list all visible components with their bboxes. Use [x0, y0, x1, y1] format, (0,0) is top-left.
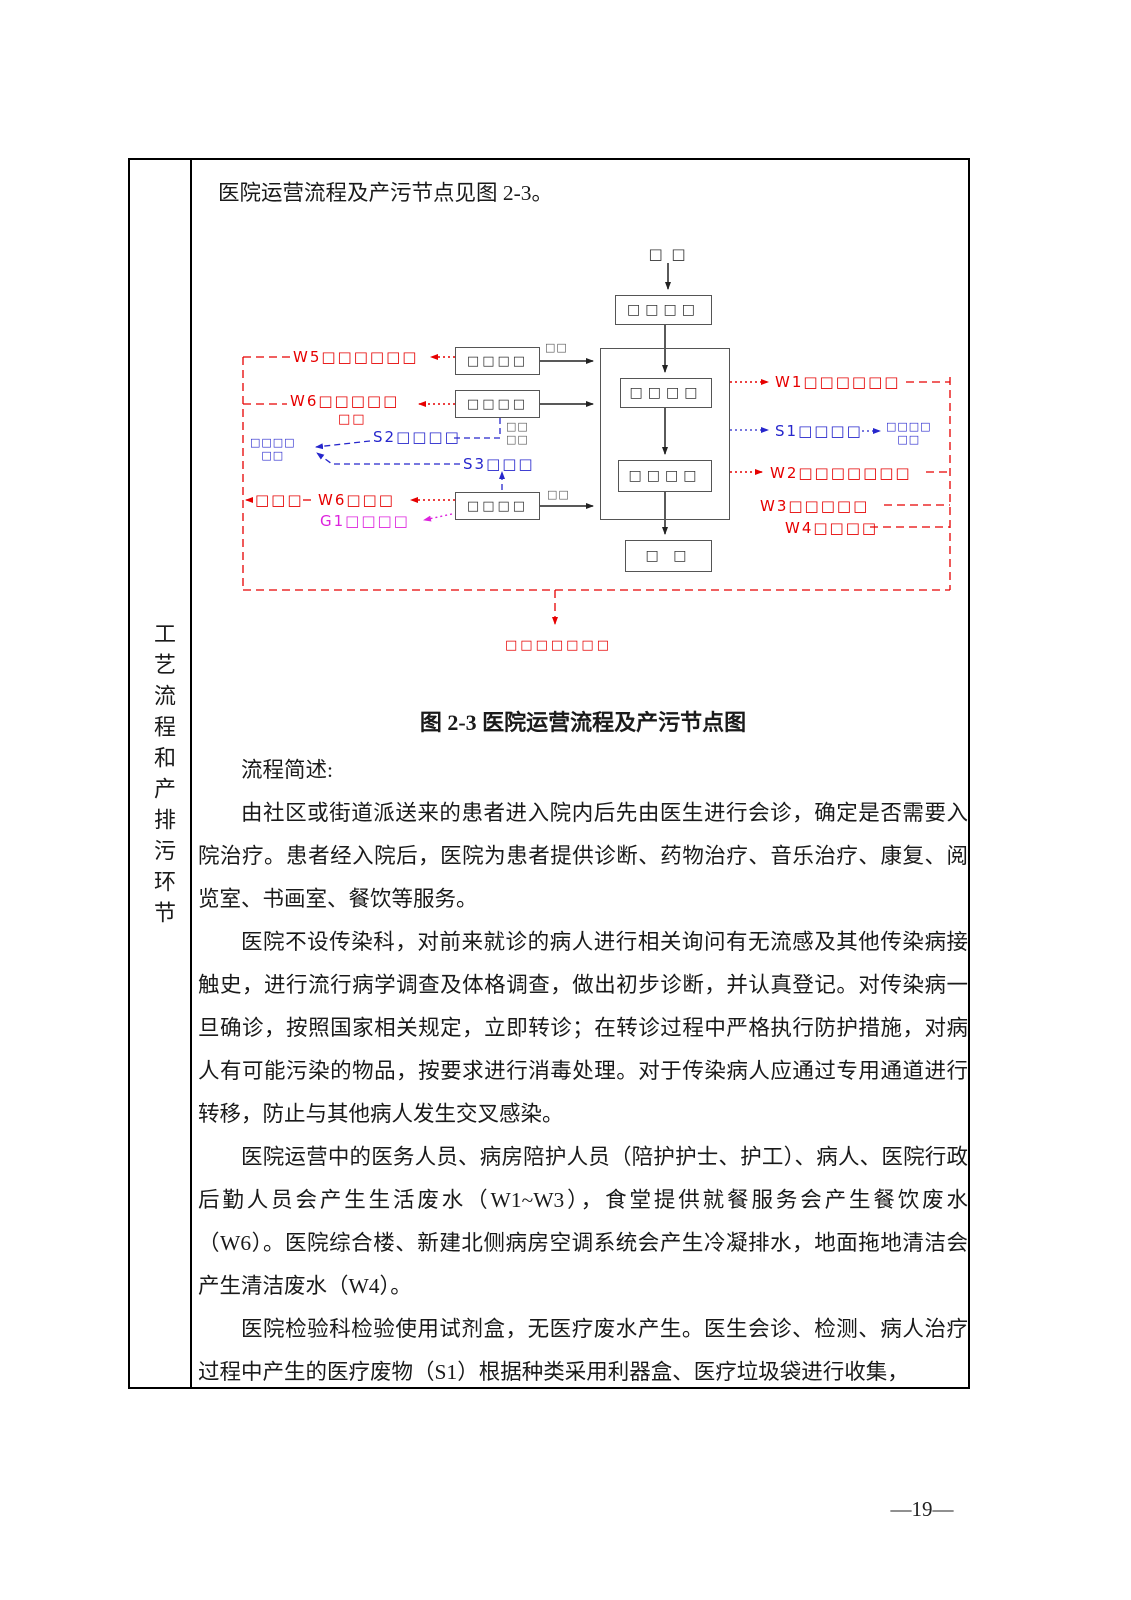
lab-arrow-note: □□	[547, 488, 570, 501]
body-text-block: 流程简述: 由社区或街道派送来的患者进入院内后先由医生进行会诊，确定是否需要入院…	[198, 749, 968, 1394]
canteen-box: □□□□	[455, 390, 540, 418]
label-g1: G1□□□□	[320, 512, 410, 530]
sewage-sink-label: □□□□□□□	[505, 638, 612, 653]
flow-summary-heading: 流程简述:	[241, 758, 333, 782]
canteen-sub-note-line2: □□	[506, 433, 529, 446]
label-w5: W5□□□□□□	[293, 348, 419, 366]
label-w6-sub: □□	[338, 412, 367, 427]
left-blue-note-line1: □□□□	[250, 436, 296, 449]
canteen-sub-note-line1: □□	[506, 420, 529, 433]
patient-entry-label: □ □	[648, 245, 688, 263]
intro-sentence: 医院运营流程及产污节点见图 2-3。	[218, 181, 554, 205]
label-s2: S2□□□□	[373, 428, 461, 446]
table-outer-border	[128, 158, 970, 1389]
left-blue-destination-note: □□□□ □□	[250, 436, 296, 462]
logistics-box: □□□□	[455, 347, 540, 375]
rehab-box: □□□□	[618, 460, 712, 492]
label-w2: W2□□□□□□□	[770, 464, 912, 482]
label-w6: W6□□□□□	[290, 392, 400, 410]
row-header-vertical-label: 工艺流程和产排污环节	[151, 622, 176, 932]
discharge-box: □ □	[625, 540, 712, 572]
left-blue-note-line2: □□	[261, 449, 285, 462]
label-s3: S3□□□	[463, 455, 535, 473]
canteen-sub-note: □□ □□	[506, 420, 529, 446]
inpatient-box: □□□□	[620, 378, 712, 408]
table-column-divider	[190, 158, 192, 1389]
label-w6b: W6□□□	[318, 491, 395, 509]
right-blue-note-line2: □□	[897, 433, 921, 446]
lab-box: □□□□	[455, 492, 540, 520]
paragraph-1: 由社区或街道派送来的患者进入院内后先由医生进行会诊，确定是否需要入院治疗。患者经…	[198, 801, 968, 911]
label-w1: W1□□□□□□	[775, 373, 901, 391]
logistics-arrow-note: □□	[545, 341, 568, 354]
figure-caption: 图 2-3 医院运营流程及产污节点图	[419, 710, 747, 735]
paragraph-2: 医院不设传染科，对前来就诊的病人进行相关询问有无流感及其他传染病接触史，进行流行…	[198, 930, 968, 1126]
label-w4: W4□□□□	[785, 519, 879, 537]
right-blue-note-line1: □□□□	[886, 420, 932, 433]
label-w3: W3□□□□□	[760, 497, 870, 515]
right-blue-destination-note: □□□□ □□	[886, 420, 932, 446]
reception-box: □□□□	[615, 295, 712, 325]
paragraph-3: 医院运营中的医务人员、病房陪护人员（陪护护士、护工）、病人、医院行政后勤人员会产…	[198, 1145, 968, 1298]
label-s1: S1□□□□	[775, 422, 863, 440]
treatment-container-box	[600, 348, 730, 520]
label-left-red-note: □□□	[255, 491, 304, 509]
page-number: —19—	[890, 1497, 954, 1521]
paragraph-4: 医院检验科检验使用试剂盒，无医疗废水产生。医生会诊、检测、病人治疗过程中产生的医…	[198, 1317, 968, 1384]
